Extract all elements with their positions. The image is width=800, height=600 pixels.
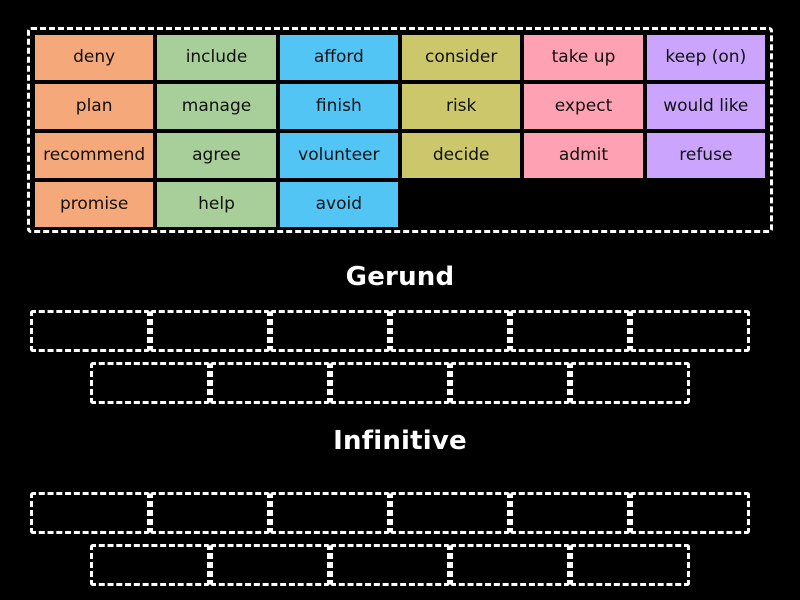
word-tile[interactable]: would like (644, 82, 767, 131)
word-tile[interactable]: manage (155, 82, 278, 131)
word-tile-placeholder (400, 180, 522, 229)
word-tile[interactable]: recommend (33, 131, 156, 180)
infinitive-drop-slot[interactable] (450, 544, 570, 586)
gerund-drop-slot[interactable] (270, 310, 390, 352)
word-tile[interactable]: agree (155, 131, 278, 180)
gerund-drop-slot[interactable] (30, 310, 150, 352)
gerund-drop-slot[interactable] (150, 310, 270, 352)
word-tile[interactable]: keep (on) (644, 33, 767, 82)
gerund-drop-slot[interactable] (510, 310, 630, 352)
gerund-drop-slot[interactable] (330, 362, 450, 404)
gerund-dropzone-row-1 (30, 310, 750, 352)
word-tile[interactable]: deny (33, 33, 156, 82)
gerund-dropzone-row-2 (90, 362, 690, 404)
word-tile[interactable]: admit (522, 131, 645, 180)
infinitive-drop-slot[interactable] (210, 544, 330, 586)
word-tile[interactable]: promise (33, 180, 156, 229)
gerund-drop-slot[interactable] (90, 362, 210, 404)
word-tile[interactable]: afford (277, 33, 400, 82)
section-heading-infinitive: Infinitive (333, 426, 467, 456)
infinitive-drop-slot[interactable] (90, 544, 210, 586)
word-tile[interactable]: refuse (644, 131, 767, 180)
word-tile[interactable]: expect (522, 82, 645, 131)
word-tile[interactable]: plan (33, 82, 156, 131)
word-tile[interactable]: take up (522, 33, 645, 82)
word-tile[interactable]: risk (400, 82, 523, 131)
word-tile[interactable]: consider (400, 33, 523, 82)
word-tile-placeholder (645, 180, 767, 229)
infinitive-drop-slot[interactable] (330, 544, 450, 586)
word-tile[interactable]: avoid (277, 180, 400, 229)
section-heading-gerund: Gerund (345, 262, 455, 292)
infinitive-dropzone-row-2 (90, 544, 690, 586)
infinitive-drop-slot[interactable] (30, 492, 150, 534)
word-tile[interactable]: decide (400, 131, 523, 180)
word-tile[interactable]: help (155, 180, 278, 229)
word-tile[interactable]: volunteer (277, 131, 400, 180)
infinitive-drop-slot[interactable] (270, 492, 390, 534)
gerund-drop-slot[interactable] (210, 362, 330, 404)
gerund-drop-slot[interactable] (570, 362, 690, 404)
word-tile[interactable]: include (155, 33, 278, 82)
word-tile-placeholder (522, 180, 644, 229)
gerund-drop-slot[interactable] (630, 310, 750, 352)
gerund-drop-slot[interactable] (450, 362, 570, 404)
infinitive-drop-slot[interactable] (510, 492, 630, 534)
infinitive-drop-slot[interactable] (570, 544, 690, 586)
gerund-drop-slot[interactable] (390, 310, 510, 352)
infinitive-drop-slot[interactable] (390, 492, 510, 534)
infinitive-dropzone-row-1 (30, 492, 750, 534)
word-tile[interactable]: finish (277, 82, 400, 131)
infinitive-drop-slot[interactable] (150, 492, 270, 534)
infinitive-drop-slot[interactable] (630, 492, 750, 534)
